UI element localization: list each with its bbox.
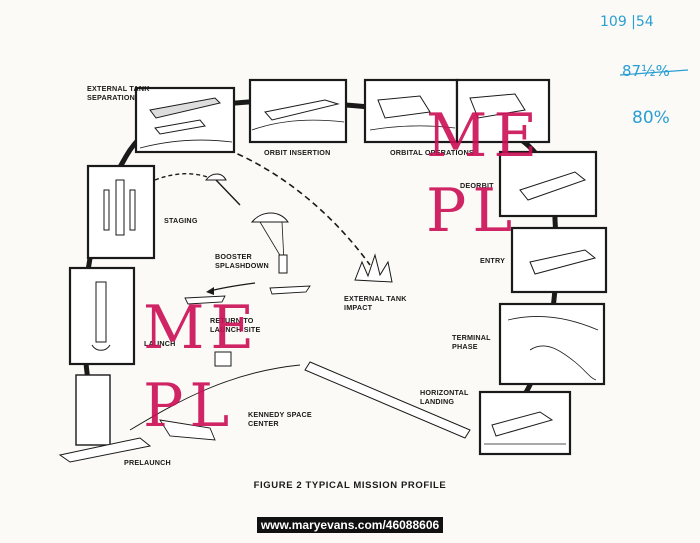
label-staging: STAGING (164, 216, 198, 225)
label-deorbit: DEORBIT (460, 181, 494, 190)
handwritten-percent: 80% (632, 108, 670, 128)
splashdown-boats (184, 285, 311, 305)
panel-entry (510, 226, 608, 294)
prelaunch-pad (58, 374, 152, 463)
label-horizontal-landing: HORIZONTAL LANDING (420, 388, 469, 406)
label-orbit-insertion: ORBIT INSERTION (264, 148, 331, 157)
label-return-to-launch-site: RETURN TO LAUNCH SITE (210, 316, 261, 334)
source-url-text: www.maryevans.com/46088606 (256, 517, 444, 533)
strike-through (619, 69, 689, 76)
handwritten-ref: 109 |54 (600, 14, 654, 30)
label-kennedy-space-center: KENNEDY SPACE CENTER (248, 410, 312, 428)
panel-orbital-operations (363, 78, 551, 144)
label-orbital-operations: ORBITAL OPERATIONS (390, 148, 474, 157)
panel-deorbit (498, 150, 598, 218)
return-arrow (209, 282, 256, 292)
parachute-booster (204, 173, 289, 274)
label-external-tank-separation: EXTERNAL TANK SEPARATION (87, 84, 150, 102)
watermark-pl-bottom: PL (143, 371, 236, 441)
panel-orbit-insertion (248, 78, 348, 144)
panel-staging (86, 164, 156, 260)
tank-impact-splash (354, 253, 393, 283)
watermark-me-bottom: ME (143, 293, 261, 363)
kennedy-runway (129, 351, 471, 441)
handwritten-crossed-percent: 87½% (622, 62, 670, 80)
tank-trajectory (199, 139, 371, 266)
watermark-me-top: ME (426, 101, 544, 171)
label-prelaunch: PRELAUNCH (124, 458, 171, 467)
panel-terminal-phase (498, 302, 606, 386)
figure-caption: FIGURE 2 TYPICAL MISSION PROFILE (253, 480, 447, 491)
watermark-pl-top: PL (426, 176, 519, 246)
label-launch: LAUNCH (144, 339, 176, 348)
label-external-tank-impact: EXTERNAL TANK IMPACT (344, 294, 407, 312)
panel-external-tank-separation (134, 86, 236, 154)
label-terminal-phase: TERMINAL PHASE (452, 333, 491, 351)
booster-trajectory (154, 173, 211, 181)
label-entry: ENTRY (480, 256, 506, 265)
panel-horizontal-landing (478, 390, 572, 456)
panel-launch (68, 266, 136, 366)
source-url: www.maryevans.com/46088606 (0, 517, 700, 533)
label-booster-splashdown: BOOSTER SPLASHDOWN (215, 252, 269, 270)
return-arrowhead (206, 287, 214, 295)
